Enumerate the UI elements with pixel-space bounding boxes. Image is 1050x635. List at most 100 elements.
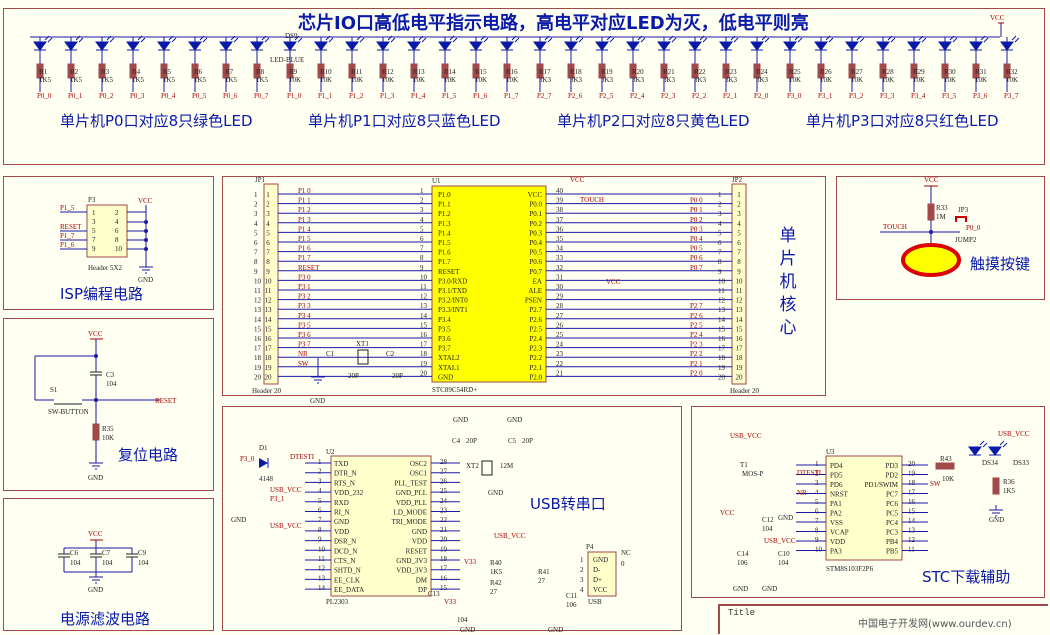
isp-pin: 6 (115, 227, 119, 235)
touch-net: TOUCH (883, 223, 907, 231)
jp2-pin: 17 (736, 345, 744, 353)
led-ray-icon (44, 35, 50, 41)
led-ray-icon (261, 35, 267, 41)
stc-gnd-4: GND (989, 516, 1004, 524)
jp2-pin: 2 (737, 201, 741, 209)
led-1-2 (345, 41, 359, 51)
jp2-ref: JP2 (732, 176, 743, 184)
u3-left-pin: 7 (815, 517, 819, 525)
c14-val: 106 (737, 559, 748, 567)
usb-vcc-3: USB_VCC (494, 532, 526, 540)
resistor-ref: R18 (570, 68, 582, 76)
jp1-pin: 10 (265, 277, 273, 285)
jp2-pinnum: 15 (718, 325, 726, 333)
jp2-part: Header 20 (730, 387, 759, 395)
u2-left-name: CTS_N (334, 557, 355, 565)
stc-nr: NR (797, 489, 807, 497)
u2-left-pin: 4 (318, 487, 322, 495)
r36-resistor (992, 477, 1000, 495)
isp-pin: 7 (92, 236, 96, 244)
usb-p31: P3_1 (270, 495, 285, 503)
led-ray-icon (325, 35, 331, 41)
led-2-4 (657, 41, 671, 51)
led-ray-icon (390, 37, 396, 43)
u3-right-name: PC5 (886, 510, 899, 518)
r36-val: 1K5 (1003, 487, 1016, 495)
u1-ref: U1 (432, 177, 441, 185)
led-1-7 (500, 41, 514, 51)
led-ray-icon (606, 35, 612, 41)
net-label: P2_3 (661, 92, 676, 100)
u2-right-name: GND_3V3 (396, 557, 427, 565)
reset-gnd: GND (88, 474, 103, 482)
led-ray-icon (668, 35, 674, 41)
led-ray-icon (856, 35, 862, 41)
jp1-net: P3 2 (298, 293, 311, 301)
r43-resistor (935, 462, 955, 470)
jp2-pin: 18 (736, 354, 744, 362)
led-ray-icon (78, 37, 84, 43)
jp2-net: P0 3 (690, 225, 703, 233)
stc-gnd-2: GND (733, 585, 748, 593)
resistor-value: 1K5 (194, 76, 207, 84)
net-label: P3_4 (911, 92, 926, 100)
usb-connector (587, 551, 617, 597)
u2-right-name: TRI_MODE (392, 518, 427, 526)
jp1-pin: 6 (266, 239, 270, 247)
led-ray-icon (137, 35, 143, 41)
u1-pin-left: 10 (420, 273, 428, 281)
reset-vcc: VCC (88, 330, 103, 338)
c1-ref: C1 (326, 350, 335, 358)
u2-left-name: RXD (334, 499, 349, 507)
led-ray-icon (544, 35, 550, 41)
reset-net: RESET (155, 397, 177, 405)
u1-pin-left: 20 (420, 369, 428, 377)
stc-gnd-3: GND (762, 585, 777, 593)
isp-junction (144, 247, 148, 251)
power-panel (3, 498, 214, 631)
u1-pin-name-left: P3.3/INT1 (438, 306, 468, 314)
xt2-ref: XT2 (466, 462, 479, 470)
resistor-ref: R7 (225, 68, 234, 76)
jp1-net: P1 1 (298, 197, 311, 205)
led-bank-label-p3: 单片机P3口对应8只红色LED (806, 112, 999, 130)
jp1-pin: 19 (265, 364, 273, 372)
u1-pin-right: 26 (556, 321, 564, 329)
p4-ref: P4 (586, 543, 594, 551)
u1-pin-right: 21 (556, 369, 564, 377)
u1-pin-left: 1 (420, 187, 424, 195)
resistor-value: 10K (475, 76, 487, 84)
u1-pin-name-left: P1.6 (438, 249, 451, 257)
led-ray-icon (387, 35, 393, 41)
isp-ref: P3 (88, 196, 96, 204)
isp-pin: 8 (115, 236, 119, 244)
u1-pin-name-left: P1.4 (438, 229, 451, 237)
jp2-pinnum: 11 (718, 287, 725, 295)
power-cap-val: 104 (102, 559, 113, 567)
jp2-net: P2 6 (690, 312, 703, 320)
power-cap-ref: C6 (70, 549, 79, 557)
stc-usb-vcc-3: USB_VCC (998, 430, 1030, 438)
r41-val: 27 (538, 577, 546, 585)
isp-pin: 4 (115, 218, 119, 226)
r40-val: 1K5 (490, 568, 503, 576)
u2-right-name: VDD (412, 538, 427, 546)
led-0-6 (219, 41, 233, 51)
u1-pin-left: 18 (420, 350, 428, 358)
u1-pin-right: 40 (556, 187, 564, 195)
led-ray-icon (511, 35, 517, 41)
led-ray-icon (982, 442, 988, 448)
led-ray-icon (794, 35, 800, 41)
u1-pin-name-right: EA (533, 277, 542, 285)
power-cap-ref: C9 (138, 549, 147, 557)
net-label: P3_3 (880, 92, 895, 100)
u1-pin-right: 34 (556, 245, 564, 253)
reset-cap-ref: C3 (106, 371, 115, 379)
jp1-net: P1 5 (298, 235, 311, 243)
u3-left-name: PD6 (830, 481, 843, 489)
resistor-value: 10K (413, 76, 425, 84)
u1-pin-name-left: XTAL1 (438, 364, 460, 372)
jp1-pinnum: 10 (254, 277, 262, 285)
core-gnd: GND (310, 397, 325, 405)
ds9-label: DS9 (285, 32, 298, 40)
